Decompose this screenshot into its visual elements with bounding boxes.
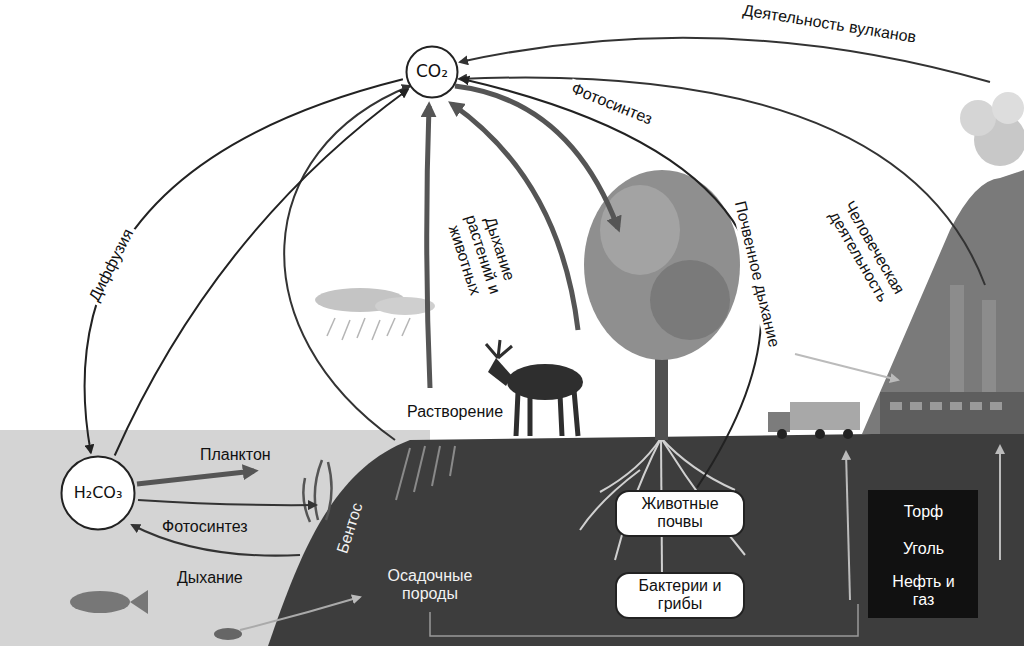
ground-hill — [268, 432, 1024, 646]
volcano-smoke — [992, 92, 1024, 124]
process-label: Осадочные породы — [384, 567, 476, 604]
node-text: CO₂ — [416, 62, 448, 82]
factory-chimney — [982, 300, 996, 395]
compound-circle: CO₂ — [405, 45, 459, 99]
compound-circle: H₂CO₃ — [60, 455, 136, 531]
tree-crown — [600, 185, 680, 275]
fuel-layer: Нефть и газ — [873, 571, 974, 612]
wood-arrow — [795, 354, 898, 380]
flow-connector — [115, 90, 408, 456]
truck-wheel — [777, 429, 787, 439]
factory-building — [880, 392, 1024, 434]
water-photosynthesis-arrow — [138, 500, 316, 505]
node-text: Животные почвы — [627, 495, 733, 532]
flow-connector — [85, 79, 403, 452]
rain — [327, 318, 410, 340]
tree-roots — [580, 438, 745, 575]
circle-outline — [407, 47, 458, 98]
factory-chimney — [950, 285, 964, 395]
truck-cab — [768, 412, 790, 432]
node-text: Уголь — [891, 540, 956, 558]
soil-box: Животные почвы — [615, 490, 745, 537]
fuel-layer: Торф — [873, 500, 974, 524]
tree-crown — [650, 260, 730, 340]
circle-outline — [62, 457, 135, 530]
node-text: Бактерии и грибы — [627, 577, 733, 614]
fuel-layer: Уголь — [873, 537, 974, 561]
water-plants — [303, 460, 331, 522]
process-label: Фотосинтез — [159, 518, 251, 536]
node-text: H₂CO₃ — [74, 484, 123, 502]
volcano-smoke — [960, 100, 996, 136]
plankton-arrow — [137, 471, 254, 484]
truck-body — [790, 402, 860, 430]
fuel-arrow — [999, 446, 1001, 560]
soil-box: Бактерии и грибы — [615, 572, 745, 619]
process-label: Дыхание — [174, 569, 246, 587]
truck-wheel — [843, 429, 853, 439]
fossil-fuel-panel — [868, 490, 978, 618]
node-text: Торф — [891, 503, 956, 521]
process-label: Планктон — [197, 446, 274, 464]
factory-windows — [890, 402, 1002, 410]
benthos-creature — [214, 628, 242, 640]
moose — [486, 340, 583, 436]
sediment-streaks — [396, 446, 455, 500]
respiration-arrow — [427, 106, 430, 388]
node-text: Нефть и газ — [891, 573, 956, 610]
benthos-arrow — [240, 597, 360, 630]
process-label: Растворение — [404, 403, 506, 421]
human-activity-arrow — [459, 78, 985, 285]
truck-wheel — [815, 429, 825, 439]
fuel-arrow — [846, 452, 850, 600]
fish — [70, 590, 148, 614]
